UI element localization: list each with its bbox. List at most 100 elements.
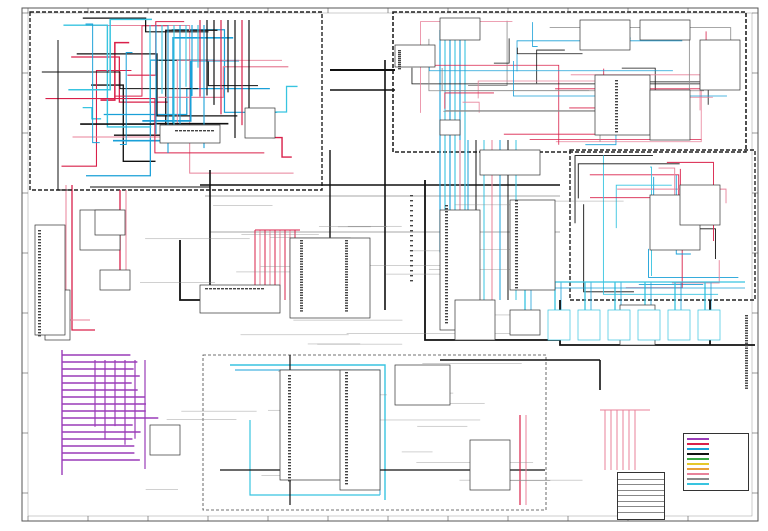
connector-pin: [515, 233, 518, 235]
legend-swatch: [687, 483, 709, 485]
connector-pin: [345, 289, 348, 291]
connector-pin: [345, 292, 348, 294]
connector-pin: [38, 326, 41, 328]
connector-pin: [300, 279, 303, 281]
connector-pin: [345, 447, 348, 449]
connector-pin: [345, 408, 348, 410]
component-block: [679, 184, 721, 226]
connector-pin: [745, 315, 748, 317]
connector-pin: [288, 465, 291, 467]
connector-pin: [288, 417, 291, 419]
connector-pin: [615, 104, 618, 106]
wire: [249, 420, 380, 496]
connector-pin: [445, 304, 448, 306]
wire: [555, 71, 702, 143]
connector-pin: [300, 302, 303, 304]
connector-pin: [398, 54, 401, 56]
component-block: [579, 19, 631, 51]
connector-pin: [38, 257, 41, 259]
connector-pin: [38, 239, 41, 241]
connector-pin: [179, 130, 182, 132]
wire: [536, 49, 565, 84]
connector-pin: [745, 380, 748, 382]
connector-pin: [445, 241, 448, 243]
component-block: [34, 224, 66, 336]
connector-pin: [345, 258, 348, 260]
wire: [72, 59, 282, 138]
component-blocks: [34, 17, 748, 491]
connector-pin: [345, 462, 348, 464]
connector-pin: [515, 209, 518, 211]
connector-pin: [445, 271, 448, 273]
connector-pin: [345, 417, 348, 419]
connector-pin: [410, 195, 413, 197]
connector-pin: [205, 288, 208, 290]
connector-pin: [445, 253, 448, 255]
connector-pin: [253, 288, 256, 290]
connector-pin: [261, 288, 264, 290]
connector-pin: [345, 435, 348, 437]
wire: [41, 71, 199, 90]
component-block: [199, 284, 281, 314]
connector-pin: [398, 58, 401, 60]
connector-pin: [515, 269, 518, 271]
connector-pin: [288, 378, 291, 380]
connector-pin: [345, 381, 348, 383]
connector-pin: [345, 297, 348, 299]
connector-pin: [245, 288, 248, 290]
component-block: [639, 19, 691, 41]
wire: [100, 41, 130, 101]
connector-pin: [38, 230, 41, 232]
connector-pin: [38, 251, 41, 253]
connector-pin: [38, 323, 41, 325]
connector-pin: [300, 310, 303, 312]
component-block: [94, 209, 126, 236]
connector-pin: [288, 435, 291, 437]
wire: [420, 21, 513, 113]
connector-pin: [398, 60, 401, 62]
connector-pin: [445, 259, 448, 261]
connector-pin: [745, 365, 748, 367]
connector-pin: [345, 429, 348, 431]
connector-pin: [345, 432, 348, 434]
connector-pin: [445, 223, 448, 225]
legend-swatch: [687, 473, 709, 475]
connector-pin: [345, 465, 348, 467]
wire: [574, 155, 653, 224]
connector-pin: [225, 288, 228, 290]
connector-pin: [745, 360, 748, 362]
connector-pin: [38, 254, 41, 256]
connector-pin: [288, 426, 291, 428]
connector-pin: [345, 444, 348, 446]
connector-pin: [345, 242, 348, 244]
connector-pin: [410, 255, 413, 257]
connector-pin: [38, 278, 41, 280]
connector-pin: [345, 273, 348, 276]
wire: [71, 185, 95, 331]
connector-pin: [300, 276, 303, 278]
connector-pin: [515, 281, 518, 283]
component-block: [279, 369, 351, 481]
connector-pin: [288, 414, 291, 416]
zone-box-lower-center: [202, 354, 547, 511]
connector-pin: [445, 208, 448, 210]
connector-pin: [745, 357, 748, 359]
connector-pin: [38, 242, 41, 244]
connector-pin: [410, 220, 413, 222]
connector-pin: [515, 203, 518, 205]
connector-pin: [300, 289, 303, 291]
connector-pin: [38, 308, 41, 310]
connector-pin: [745, 375, 748, 377]
component-block: [394, 364, 451, 406]
connector-pin: [300, 281, 303, 283]
connector-pin: [515, 218, 518, 220]
connector-pin: [515, 266, 518, 268]
connector-pin: [615, 83, 618, 85]
connector-pin: [217, 288, 220, 290]
connector-pin: [745, 377, 748, 379]
connector-pin: [345, 307, 348, 309]
connector-pin: [745, 317, 748, 319]
connector-pin: [288, 444, 291, 446]
component-block: [159, 124, 221, 144]
